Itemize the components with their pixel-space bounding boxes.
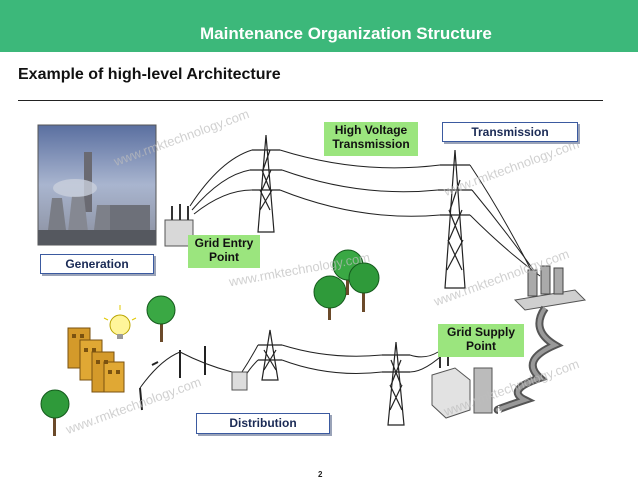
generation-label: Generation bbox=[40, 254, 154, 274]
page-number: 2 bbox=[318, 470, 323, 479]
title-divider bbox=[18, 100, 603, 101]
distribution-tower-right bbox=[382, 341, 410, 426]
buildings-icon bbox=[67, 327, 125, 393]
grid-supply-line1: Grid Supply bbox=[446, 325, 515, 339]
high-voltage-transmission-label: High Voltage Transmission bbox=[324, 122, 418, 156]
lightbulb-icon bbox=[103, 305, 137, 339]
transmission-tower-right bbox=[438, 149, 472, 289]
grid-entry-line2: Point bbox=[209, 250, 239, 264]
utility-poles bbox=[139, 346, 206, 411]
grid-entry-point-label: Grid Entry Point bbox=[188, 235, 260, 268]
page-title: Maintenance Organization Structure bbox=[200, 24, 492, 43]
grid-supply-transformer bbox=[431, 350, 493, 419]
tree-icon bbox=[146, 295, 176, 342]
high-voltage-line1: High Voltage bbox=[334, 123, 408, 137]
grid-supply-line2: Point bbox=[466, 339, 496, 353]
tree-icon bbox=[40, 389, 70, 436]
slide-subtitle: Example of high-level Architecture bbox=[18, 66, 281, 83]
grid-supply-point-label: Grid Supply Point bbox=[438, 324, 524, 357]
substation bbox=[513, 265, 587, 311]
transmission-tower-left bbox=[250, 134, 282, 233]
grid-entry-line1: Grid Entry bbox=[194, 236, 254, 250]
distribution-label: Distribution bbox=[196, 413, 330, 434]
transmission-label: Transmission bbox=[442, 122, 578, 142]
high-voltage-line2: Transmission bbox=[332, 137, 410, 151]
header-banner: Maintenance Organization Structure bbox=[0, 0, 638, 52]
power-plant-image bbox=[37, 124, 157, 246]
step-up-transformer bbox=[164, 204, 194, 247]
distribution-transformer bbox=[231, 371, 248, 391]
distribution-tower-left bbox=[258, 329, 282, 381]
tree-icon bbox=[313, 249, 380, 320]
